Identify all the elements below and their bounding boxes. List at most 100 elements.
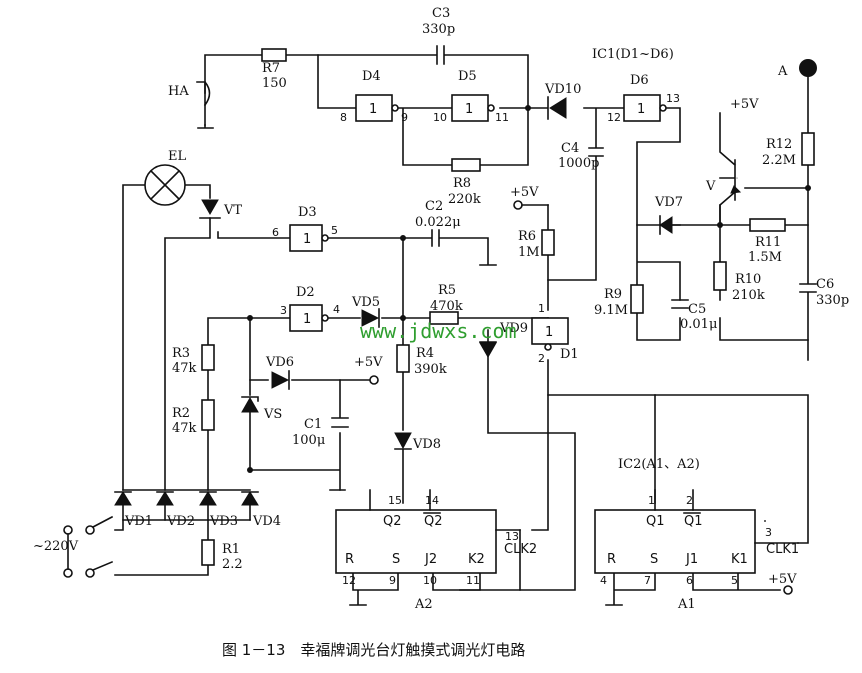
label-r1-value: 2.2 (222, 557, 243, 572)
a1-clk-label: CLK1 (766, 542, 799, 557)
label-r1: R1 (222, 542, 240, 557)
pin-a2-k: 11 (466, 574, 480, 587)
label-r8: R8 (453, 176, 471, 191)
label-vd8: VD8 (412, 437, 441, 452)
label-r12: R12 (766, 137, 792, 152)
label-5v-a1: +5V (768, 572, 797, 587)
pin-a1-k: 5 (731, 574, 738, 587)
pin-d1-out: 2 (538, 352, 545, 365)
label-c4-value: 1000p (558, 156, 599, 171)
gate-d6 (623, 94, 661, 122)
label-c2: C2 (425, 199, 443, 214)
label-c2-value: 0.022μ (415, 215, 461, 230)
label-a2: A2 (414, 597, 433, 612)
resistor-r5 (429, 311, 459, 325)
resistor-r12 (801, 132, 815, 166)
label-r6: R6 (518, 229, 536, 244)
label-c1: C1 (304, 417, 322, 432)
label-r6-value: 1M (518, 245, 540, 260)
resistor-r3 (201, 344, 215, 371)
label-r2-value: 47k (172, 421, 197, 436)
label-r10-value: 210k (732, 288, 765, 303)
label-d2: D2 (296, 285, 315, 300)
label-vd5: VD5 (351, 295, 380, 310)
gate-d6-symbol: 1 (637, 102, 645, 117)
a1-r-label: R (607, 552, 616, 567)
label-vd1: VD1 (124, 514, 153, 529)
zener-vs (241, 396, 259, 413)
label-r5-value: 470k (430, 299, 463, 314)
label-r5: R5 (438, 283, 456, 298)
gate-d2-symbol: 1 (303, 312, 311, 327)
label-d6: D6 (630, 73, 649, 88)
label-c5-value: 0.01μ (680, 317, 717, 332)
pin-d5-out: 11 (495, 111, 509, 124)
a2-k-label: K2 (468, 552, 485, 567)
capacitor-c5 (671, 299, 689, 309)
diode-vd7 (659, 216, 673, 234)
diode-vd6 (271, 371, 290, 389)
label-c6-value: 330p (816, 293, 849, 308)
diode-vd10 (549, 97, 567, 119)
gate-d1-symbol: 1 (545, 325, 553, 340)
label-5v-vd6: +5V (354, 355, 383, 370)
pin-d1-in: 1 (538, 302, 545, 315)
a1-q-label: Q1 (646, 514, 665, 529)
pin-d6-out: 13 (666, 92, 680, 105)
pin-a2-j: 10 (423, 574, 437, 587)
bridge-rectifier (114, 491, 259, 521)
label-c6: C6 (816, 277, 834, 292)
resistor-r4 (396, 344, 410, 373)
resistor-r9 (630, 284, 644, 314)
pin-a2-q: 15 (388, 494, 402, 507)
label-d4: D4 (362, 69, 381, 84)
label-r3-value: 47k (172, 361, 197, 376)
label-r3: R3 (172, 346, 190, 361)
label-c4: C4 (561, 141, 579, 156)
components (63, 48, 817, 595)
label-5v-r6: +5V (510, 185, 539, 200)
pin-numbers: 8 9 10 11 12 13 6 5 3 4 1 2 15 14 13 12 … (272, 92, 772, 587)
label-node-a: A (777, 64, 788, 79)
label-vd2: VD2 (166, 514, 195, 529)
label-vd7: VD7 (654, 195, 683, 210)
label-ha: HA (168, 84, 189, 99)
pin-a2-s: 9 (389, 574, 396, 587)
label-transistor-v: V (705, 179, 716, 194)
pin-a1-j: 6 (686, 574, 693, 587)
ac-input-switch (63, 515, 114, 578)
diode-vd5 (361, 309, 380, 327)
a2-j-label: J2 (424, 552, 437, 567)
label-ac-220v: ~220V (33, 539, 79, 554)
label-c5: C5 (688, 302, 706, 317)
gate-symbols: 1 1 1 1 1 1 (303, 102, 645, 340)
pin-a1-s: 7 (644, 574, 651, 587)
label-r11-value: 1.5M (748, 250, 782, 265)
diode-vd8 (394, 432, 412, 450)
resistor-r6 (541, 229, 555, 256)
label-5v-v: +5V (730, 97, 759, 112)
pin-d2-in: 3 (280, 304, 287, 317)
label-vs: VS (263, 407, 282, 422)
label-vd9: VD9 (499, 321, 528, 336)
gate-d4-symbol: 1 (369, 102, 377, 117)
pin-d4-out: 9 (401, 111, 408, 124)
touch-node-a (799, 59, 817, 77)
gate-d1 (531, 317, 569, 345)
pin-d4-in: 8 (340, 111, 347, 124)
resistor-r1 (201, 539, 215, 566)
pin-a1-q: 1 (648, 494, 655, 507)
resistor-r7 (261, 48, 287, 62)
a2-s-label: S (392, 552, 400, 567)
resistor-r2 (201, 399, 215, 431)
gate-d5-symbol: 1 (465, 102, 473, 117)
label-r4-value: 390k (414, 362, 447, 377)
label-r11: R11 (755, 235, 781, 250)
label-d1: D1 (560, 347, 579, 362)
a2-q-label: Q2 (383, 514, 402, 529)
resistor-r11 (749, 218, 786, 232)
label-vt: VT (223, 203, 242, 218)
watermark-text: www.jdwxs.com (360, 319, 517, 343)
label-vd3: VD3 (209, 514, 238, 529)
label-r12-value: 2.2M (762, 153, 796, 168)
